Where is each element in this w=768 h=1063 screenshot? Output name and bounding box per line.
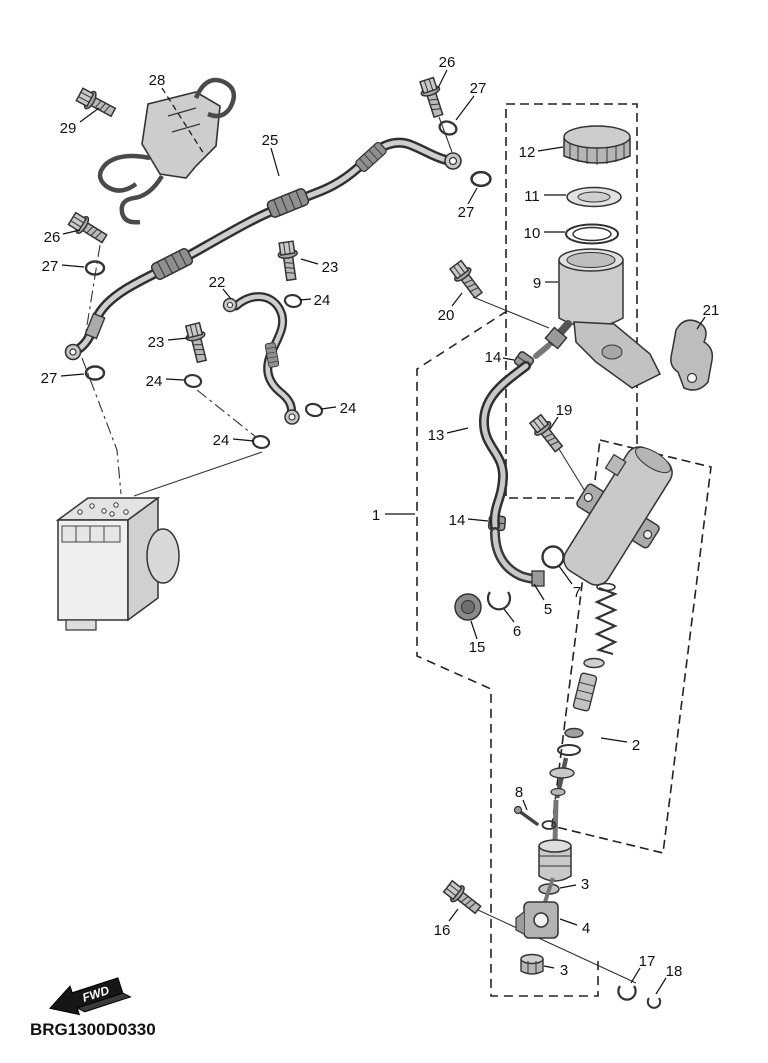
- callout-27-top: 27: [470, 80, 487, 97]
- hose-fitting: [84, 312, 106, 340]
- callout-22: 22: [209, 274, 226, 291]
- callout-14-lower: 14: [449, 512, 466, 529]
- callout-28: 28: [149, 72, 166, 89]
- callout-2: 2: [632, 737, 640, 754]
- part-20-bolt: [447, 258, 487, 302]
- callout-3-upper: 3: [581, 876, 589, 893]
- part-24-washer-1: [282, 292, 304, 310]
- part-abs-unit: [55, 496, 180, 631]
- callout-27-left-1: 27: [42, 258, 59, 275]
- part-7-o-ring: [541, 545, 565, 569]
- callout-23-upper: 23: [322, 259, 339, 276]
- part-28-bracket: [97, 77, 237, 225]
- callout-4: 4: [582, 920, 590, 937]
- callout-27-left-2: 27: [41, 370, 58, 387]
- callout-6: 6: [513, 623, 521, 640]
- callout-23-lower: 23: [148, 334, 165, 351]
- part-26-bolt-top: [416, 75, 449, 120]
- callout-24-2: 24: [146, 373, 163, 390]
- callout-9: 9: [533, 275, 541, 292]
- part-25-brake-hose: [64, 137, 462, 361]
- callout-21: 21: [703, 302, 720, 319]
- part-master-cylinder-body: [563, 446, 673, 586]
- hose-rib-2: [265, 186, 311, 220]
- callout-19: 19: [556, 402, 573, 419]
- part-26-bolt-left: [66, 209, 111, 248]
- callout-3-lower: 3: [560, 962, 568, 979]
- callout-14-upper: 14: [485, 349, 502, 366]
- fwd-arrow: FWD: [49, 977, 132, 1016]
- part-27-washer-right: [470, 170, 492, 188]
- callout-20: 20: [438, 307, 455, 324]
- part-18-clip: [646, 997, 662, 1009]
- hose-rib-1: [149, 246, 195, 282]
- callout-11: 11: [524, 188, 540, 205]
- part-3-nut-lower: [520, 953, 544, 975]
- reservoir-kit-outline: [505, 103, 638, 499]
- callout-7: 7: [573, 584, 581, 601]
- callout-24-1: 24: [314, 292, 331, 309]
- part-12-reservoir-cap: [563, 125, 631, 165]
- callout-27-right: 27: [458, 204, 475, 221]
- part-24-washer-4: [250, 433, 272, 451]
- part-boot: [538, 839, 572, 882]
- part-24-washer-2: [183, 372, 203, 390]
- assembly-1-outline: [416, 310, 599, 997]
- part-19-bolt: [527, 412, 568, 456]
- part-9-reservoir: [533, 248, 624, 359]
- callout-24-4: 24: [213, 432, 230, 449]
- part-27-washer-left-lower: [84, 365, 106, 381]
- callout-5: 5: [544, 601, 552, 618]
- hose-rib-3: [353, 140, 389, 174]
- dashed-outlines: [416, 103, 712, 997]
- callout-26-top: 26: [439, 54, 456, 71]
- callout-25: 25: [262, 132, 279, 149]
- part-4-joint: [515, 901, 559, 939]
- callout-8: 8: [515, 784, 523, 801]
- diagram-code: BRG1300D0330: [30, 1020, 156, 1039]
- part-10-seal: [565, 223, 619, 245]
- piston-kit-outline: [551, 439, 712, 854]
- part-29-bolt: [74, 85, 119, 122]
- part-16-bolt: [441, 878, 485, 919]
- callout-29: 29: [60, 120, 77, 137]
- part-11-diaphragm: [566, 186, 622, 208]
- part-17-snap-ring: [617, 985, 637, 1001]
- part-13-hose: [479, 361, 531, 531]
- part-23-bolt-lower: [182, 321, 212, 365]
- callout-17: 17: [639, 953, 656, 970]
- part-24-washer-3: [303, 401, 325, 419]
- callout-16: 16: [434, 922, 451, 939]
- part-23-bolt-upper: [275, 240, 302, 282]
- callout-labels: 29 28 26 27 25 27 26 27 23 24 22 23 24 2…: [41, 54, 720, 980]
- callout-24-3: 24: [340, 400, 357, 417]
- part-5-elbow: [490, 527, 545, 587]
- callout-12: 12: [519, 144, 536, 161]
- part-2-piston-kit: [549, 582, 618, 799]
- callout-leader-lines: [60, 69, 706, 995]
- callout-10: 10: [524, 225, 541, 242]
- part-8-pin: [513, 805, 557, 830]
- part-27-washer-top: [436, 118, 460, 138]
- callout-15: 15: [469, 639, 486, 656]
- callout-18: 18: [666, 963, 683, 980]
- part-21-bracket: [670, 319, 714, 391]
- part-pushrod-clevis: [513, 799, 662, 1009]
- callout-26-left: 26: [44, 229, 61, 246]
- part-22-hose: [222, 292, 300, 425]
- part-15-cap: [454, 593, 482, 621]
- part-6-circlip: [486, 591, 512, 611]
- part-master-cylinder-upper: [573, 321, 662, 389]
- callout-1: 1: [372, 507, 380, 524]
- callout-13: 13: [428, 427, 445, 444]
